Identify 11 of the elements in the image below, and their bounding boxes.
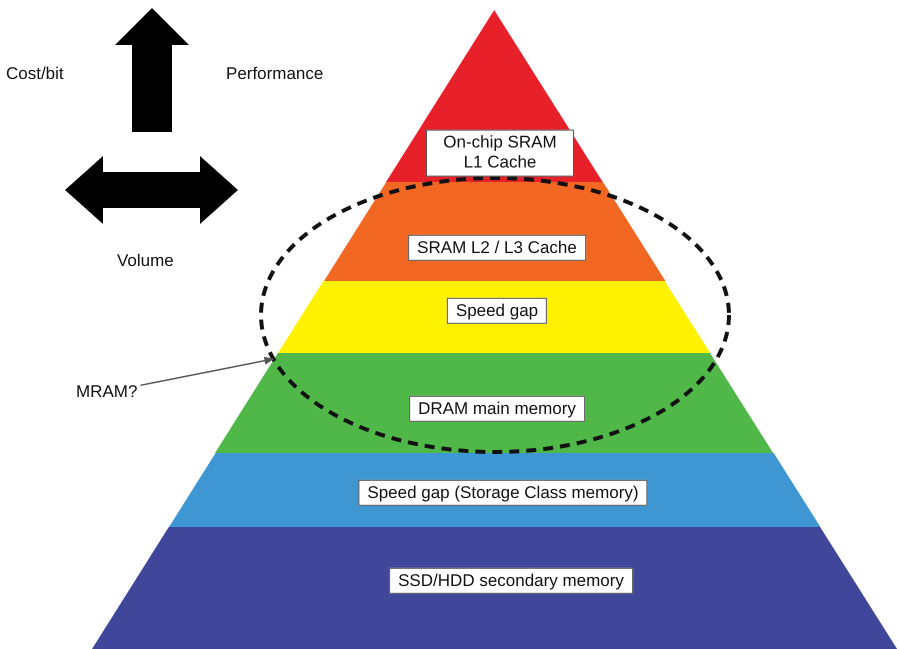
tier-label: DRAM main memory	[409, 396, 585, 422]
tier-label: On-chip SRAM L1 Cache	[426, 130, 574, 176]
callout-text: MRAM?	[76, 382, 138, 402]
axis-label: Volume	[117, 251, 174, 271]
tier-label: Speed gap	[446, 298, 548, 324]
axis-label: Cost/bit	[6, 64, 64, 84]
leader-arrow	[140, 356, 274, 386]
tier-label: Speed gap (Storage Class memory)	[358, 480, 648, 506]
axis-label: Performance	[226, 64, 324, 84]
tier-label: SRAM L2 / L3 Cache	[408, 234, 586, 262]
tier-label: SSD/HDD secondary memory	[389, 568, 633, 594]
